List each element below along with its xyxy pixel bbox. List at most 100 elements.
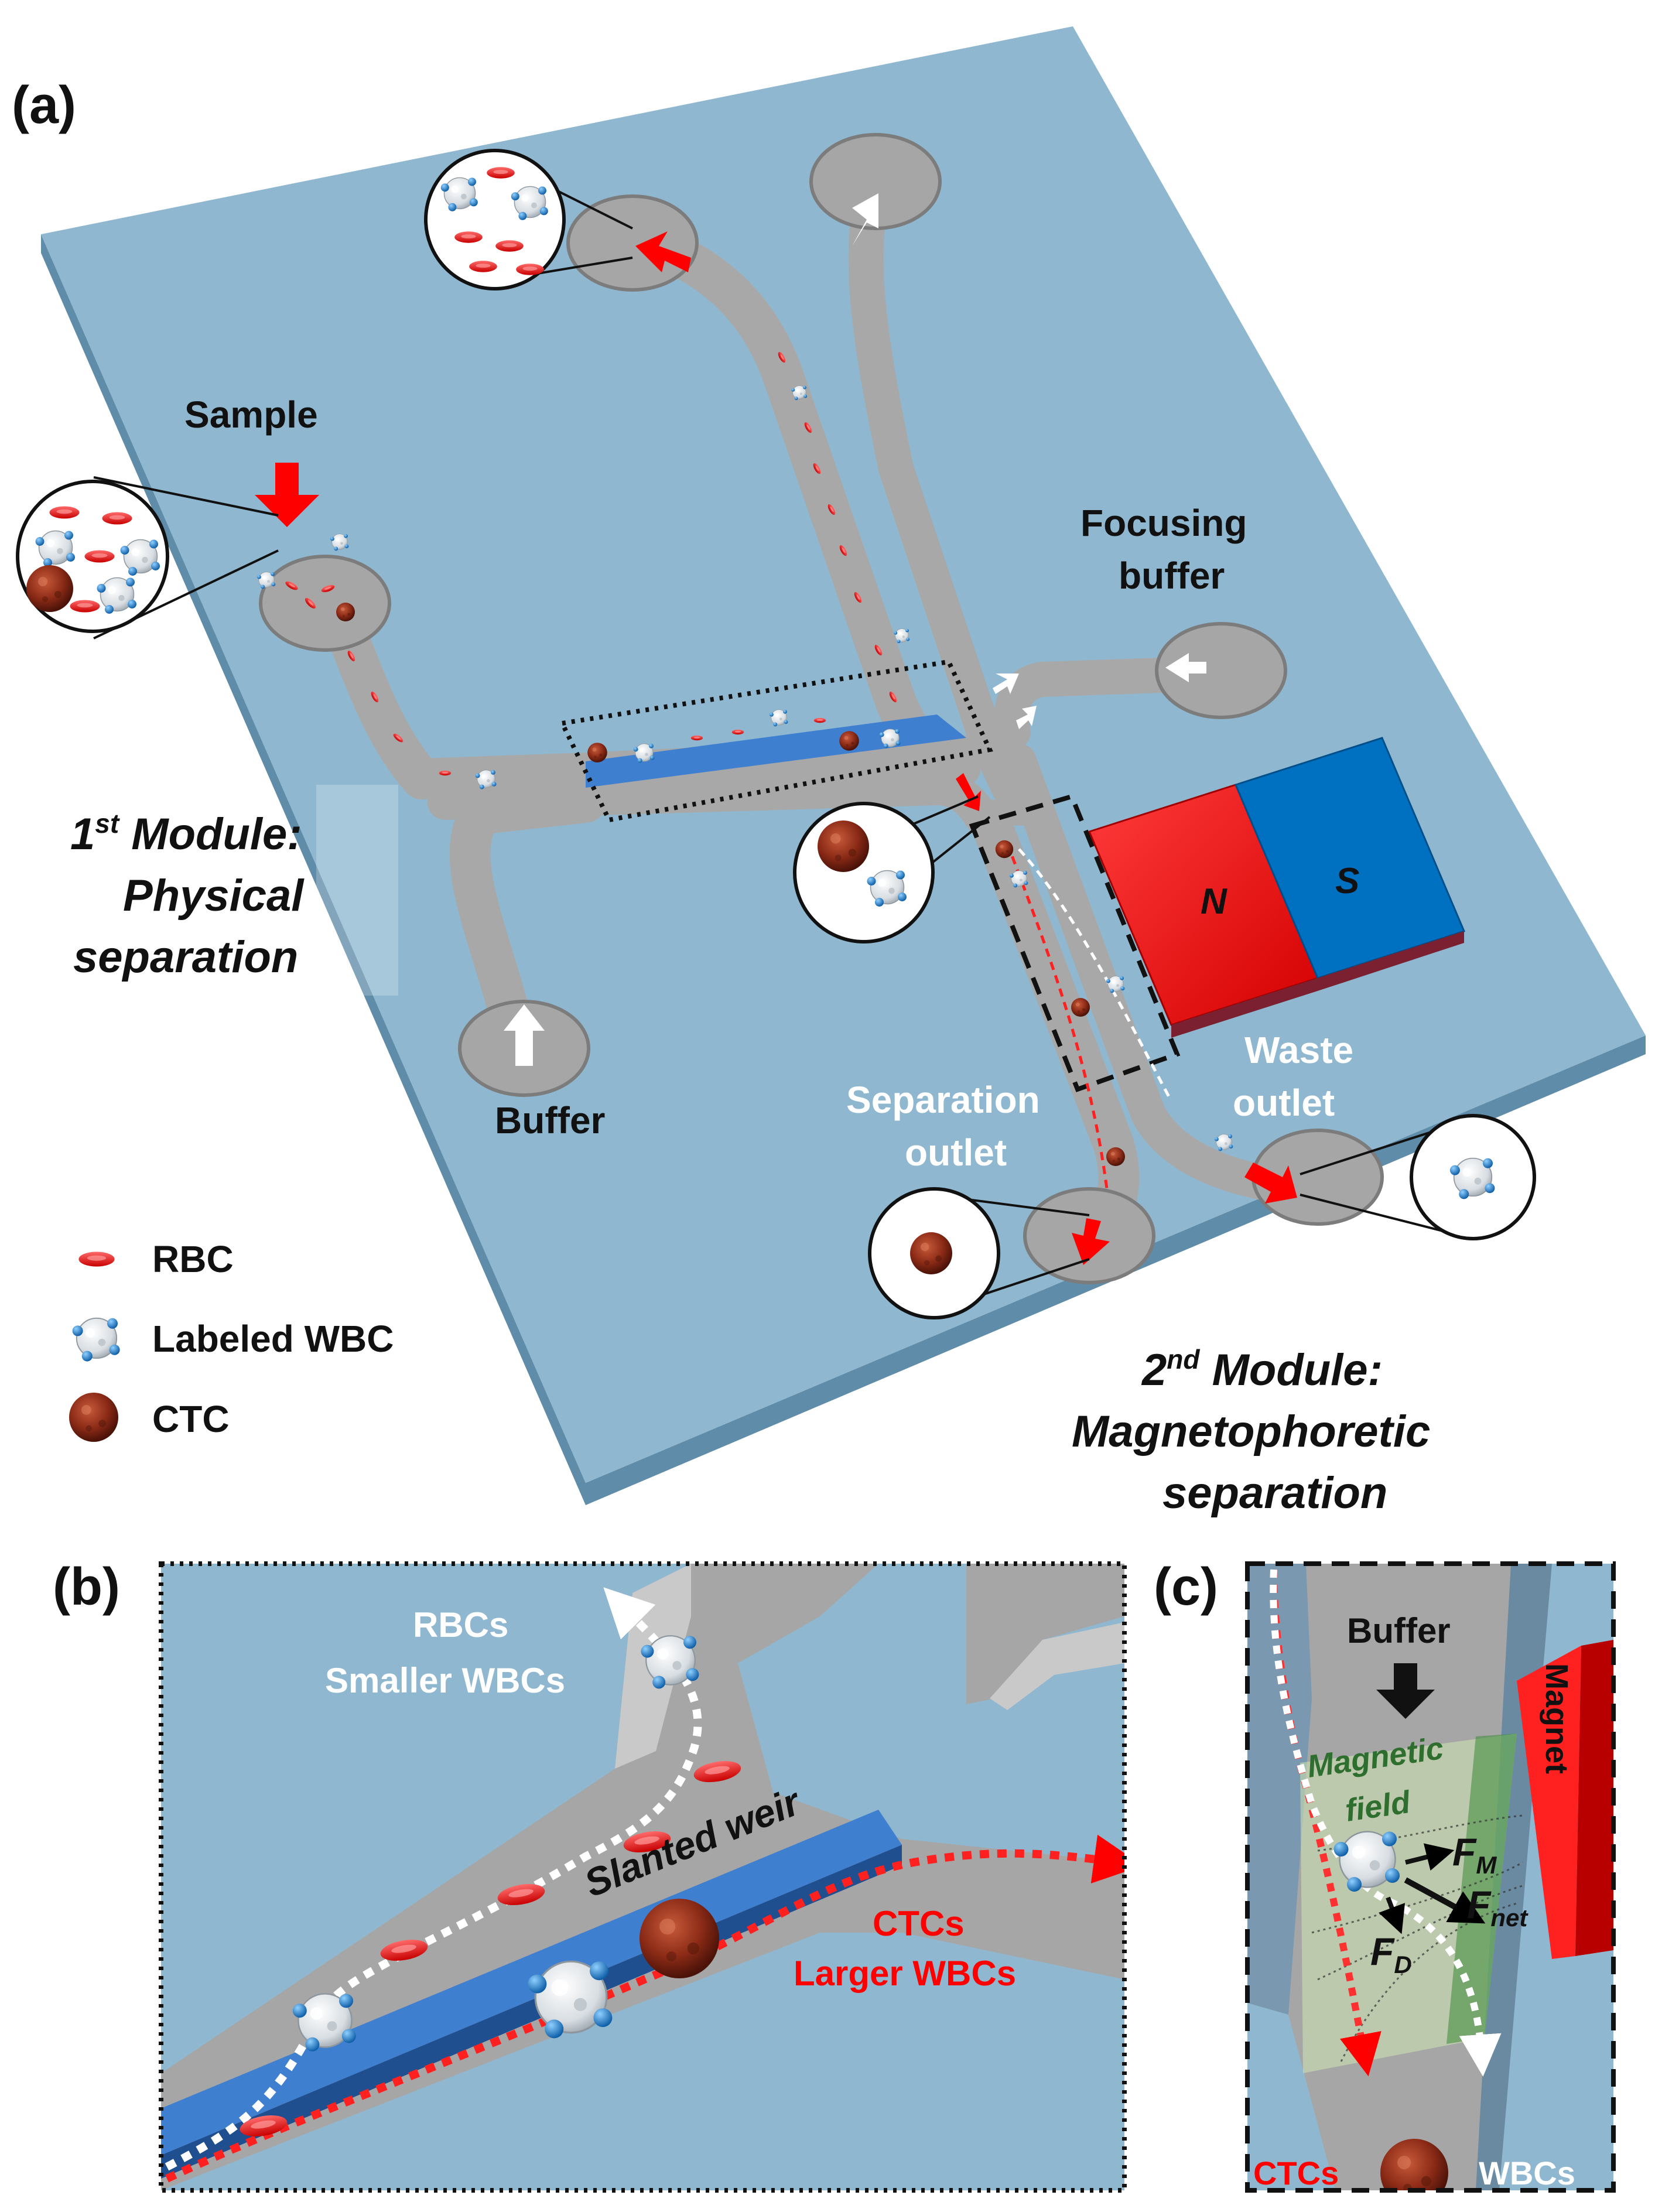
- panel-c-ctcs-label: CTCs: [1253, 2155, 1339, 2192]
- legend: RBC Labeled WBC CTC: [69, 1238, 394, 1442]
- force-d-arrow: [1379, 1896, 1406, 1934]
- separation-outlet-arrow: [1072, 1218, 1110, 1265]
- rbc: [469, 261, 497, 272]
- magnet-n-label: N: [1201, 881, 1227, 922]
- sample-label: Sample: [184, 394, 318, 436]
- rbc: [102, 512, 132, 525]
- focusing-buffer-port: [1155, 622, 1287, 719]
- waste-outlet-arrow: [1244, 1163, 1297, 1204]
- buffer-label: Buffer: [495, 1099, 605, 1141]
- red-arrows: [255, 231, 1297, 1265]
- rbcs-label: RBCs: [413, 1605, 508, 1645]
- panel-b-lower-floor: [161, 1933, 1124, 2190]
- junction-arrow-1: [993, 673, 1019, 694]
- rbc: [49, 506, 80, 519]
- panel-b-border: [159, 1561, 1127, 2193]
- larger-wbcs-label: Larger WBCs: [794, 1954, 1016, 1993]
- rbc-outlet-arrow: [635, 231, 691, 272]
- magnet-s-label: S: [1335, 861, 1359, 901]
- legend-ctc-label: CTC: [152, 1398, 230, 1440]
- rbc: [495, 240, 524, 252]
- module1-line3: separation: [73, 932, 298, 982]
- rbc: [439, 770, 452, 776]
- junction-magnifier: [793, 802, 935, 943]
- panel-a: N S: [12, 26, 1646, 1518]
- separation-outlet-label-2: outlet: [905, 1131, 1007, 1174]
- junction-red-arrow: [956, 773, 981, 811]
- wbc-flow-path: [1018, 848, 1173, 1102]
- separation-outlet-label-1: Separation: [846, 1079, 1040, 1121]
- focusing-label-1: Focusing: [1080, 502, 1247, 544]
- focusing-buffer-arrow: [1165, 653, 1206, 682]
- module1-title: 1st Module:: [70, 808, 302, 859]
- rbc: [70, 600, 100, 613]
- panel-b: (b): [53, 1558, 1127, 2193]
- fm-label: FM: [1452, 1830, 1497, 1879]
- panel-c-magnet-side: [1575, 1640, 1613, 1956]
- rbc: [731, 729, 744, 735]
- buffer-arrow: [504, 1004, 545, 1066]
- panel-b-white-path: [165, 1587, 702, 2171]
- panel-b-upper-channel: [966, 1564, 1124, 1704]
- panel-b-region-box: [559, 659, 993, 823]
- top-outlet-arrow: [852, 193, 878, 246]
- ctc: [839, 731, 859, 751]
- ctcs-label: CTCs: [873, 1904, 965, 1943]
- focusing-label-2: buffer: [1119, 555, 1225, 597]
- panel-c: (c): [1154, 1558, 1616, 2193]
- panel-c-magnet: [1517, 1646, 1581, 1959]
- magnetic-field-gradient: [1447, 1734, 1517, 2044]
- magnifiers: [16, 149, 1536, 1319]
- rbc: [516, 264, 544, 275]
- rbc: [487, 167, 515, 179]
- panel-c-border: [1245, 1561, 1616, 2193]
- module1-line2: Physical: [123, 871, 305, 921]
- force-m-arrow: [1405, 1843, 1455, 1871]
- rbc: [454, 231, 483, 243]
- smaller-wbcs-label: Smaller WBCs: [325, 1661, 565, 1700]
- waste-outlet-label-2: outlet: [1233, 1082, 1335, 1124]
- legend-ctc-icon: [69, 1393, 118, 1442]
- panel-c-label: (c): [1154, 1558, 1218, 1616]
- legend-wbc-label: Labeled WBC: [152, 1318, 394, 1360]
- module2-line2: Magnetophoretic: [1072, 1407, 1430, 1457]
- ctc: [26, 565, 73, 612]
- fd-label: FD: [1370, 1930, 1412, 1978]
- legend-rbc-icon: [78, 1252, 115, 1267]
- rbc-outlet-port: [566, 194, 699, 292]
- flow-arrows: [504, 193, 1206, 1066]
- panel-b-label: (b): [53, 1558, 120, 1616]
- panel-c-buffer-label: Buffer: [1347, 1611, 1451, 1650]
- ctc: [336, 603, 355, 621]
- ctc: [1106, 1147, 1125, 1166]
- force-net-arrow: [1404, 1877, 1486, 1924]
- panel-a-label: (a): [12, 76, 76, 135]
- panel-b-upper-wall: [990, 1622, 1124, 1710]
- magnet-edge: [1171, 931, 1464, 1038]
- ctc: [640, 1899, 719, 1978]
- leader-line: [93, 476, 279, 517]
- waste-outlet-label-1: Waste: [1244, 1029, 1353, 1071]
- module2-title: 2nd Module:: [1141, 1344, 1383, 1395]
- module2-line3: separation: [1162, 1468, 1387, 1518]
- panel-b-red-path: [165, 1834, 1124, 2183]
- field-lines: [1311, 1814, 1523, 2062]
- panel-c-buffer-arrow: [1376, 1663, 1435, 1719]
- sample-port: [259, 555, 391, 652]
- legend-wbc-icon: [71, 1317, 121, 1362]
- panel-c-left-wall: [1247, 1564, 1312, 2015]
- rbc: [813, 717, 826, 723]
- panel-c-magnet-label: Magnet: [1539, 1663, 1574, 1774]
- fnet-label: Fnet: [1467, 1883, 1529, 1931]
- ctc: [1380, 2139, 1448, 2190]
- ctc: [910, 1232, 952, 1274]
- legend-rbc-label: RBC: [152, 1238, 234, 1280]
- top-outlet-port: [809, 133, 942, 230]
- highlight-band: [1042, 1318, 1523, 1447]
- panel-c-wbcs-label: WBCs: [1479, 2155, 1575, 2192]
- rbc: [84, 550, 115, 563]
- ctc: [1071, 998, 1090, 1017]
- ctc: [587, 743, 607, 763]
- ctc: [818, 820, 869, 872]
